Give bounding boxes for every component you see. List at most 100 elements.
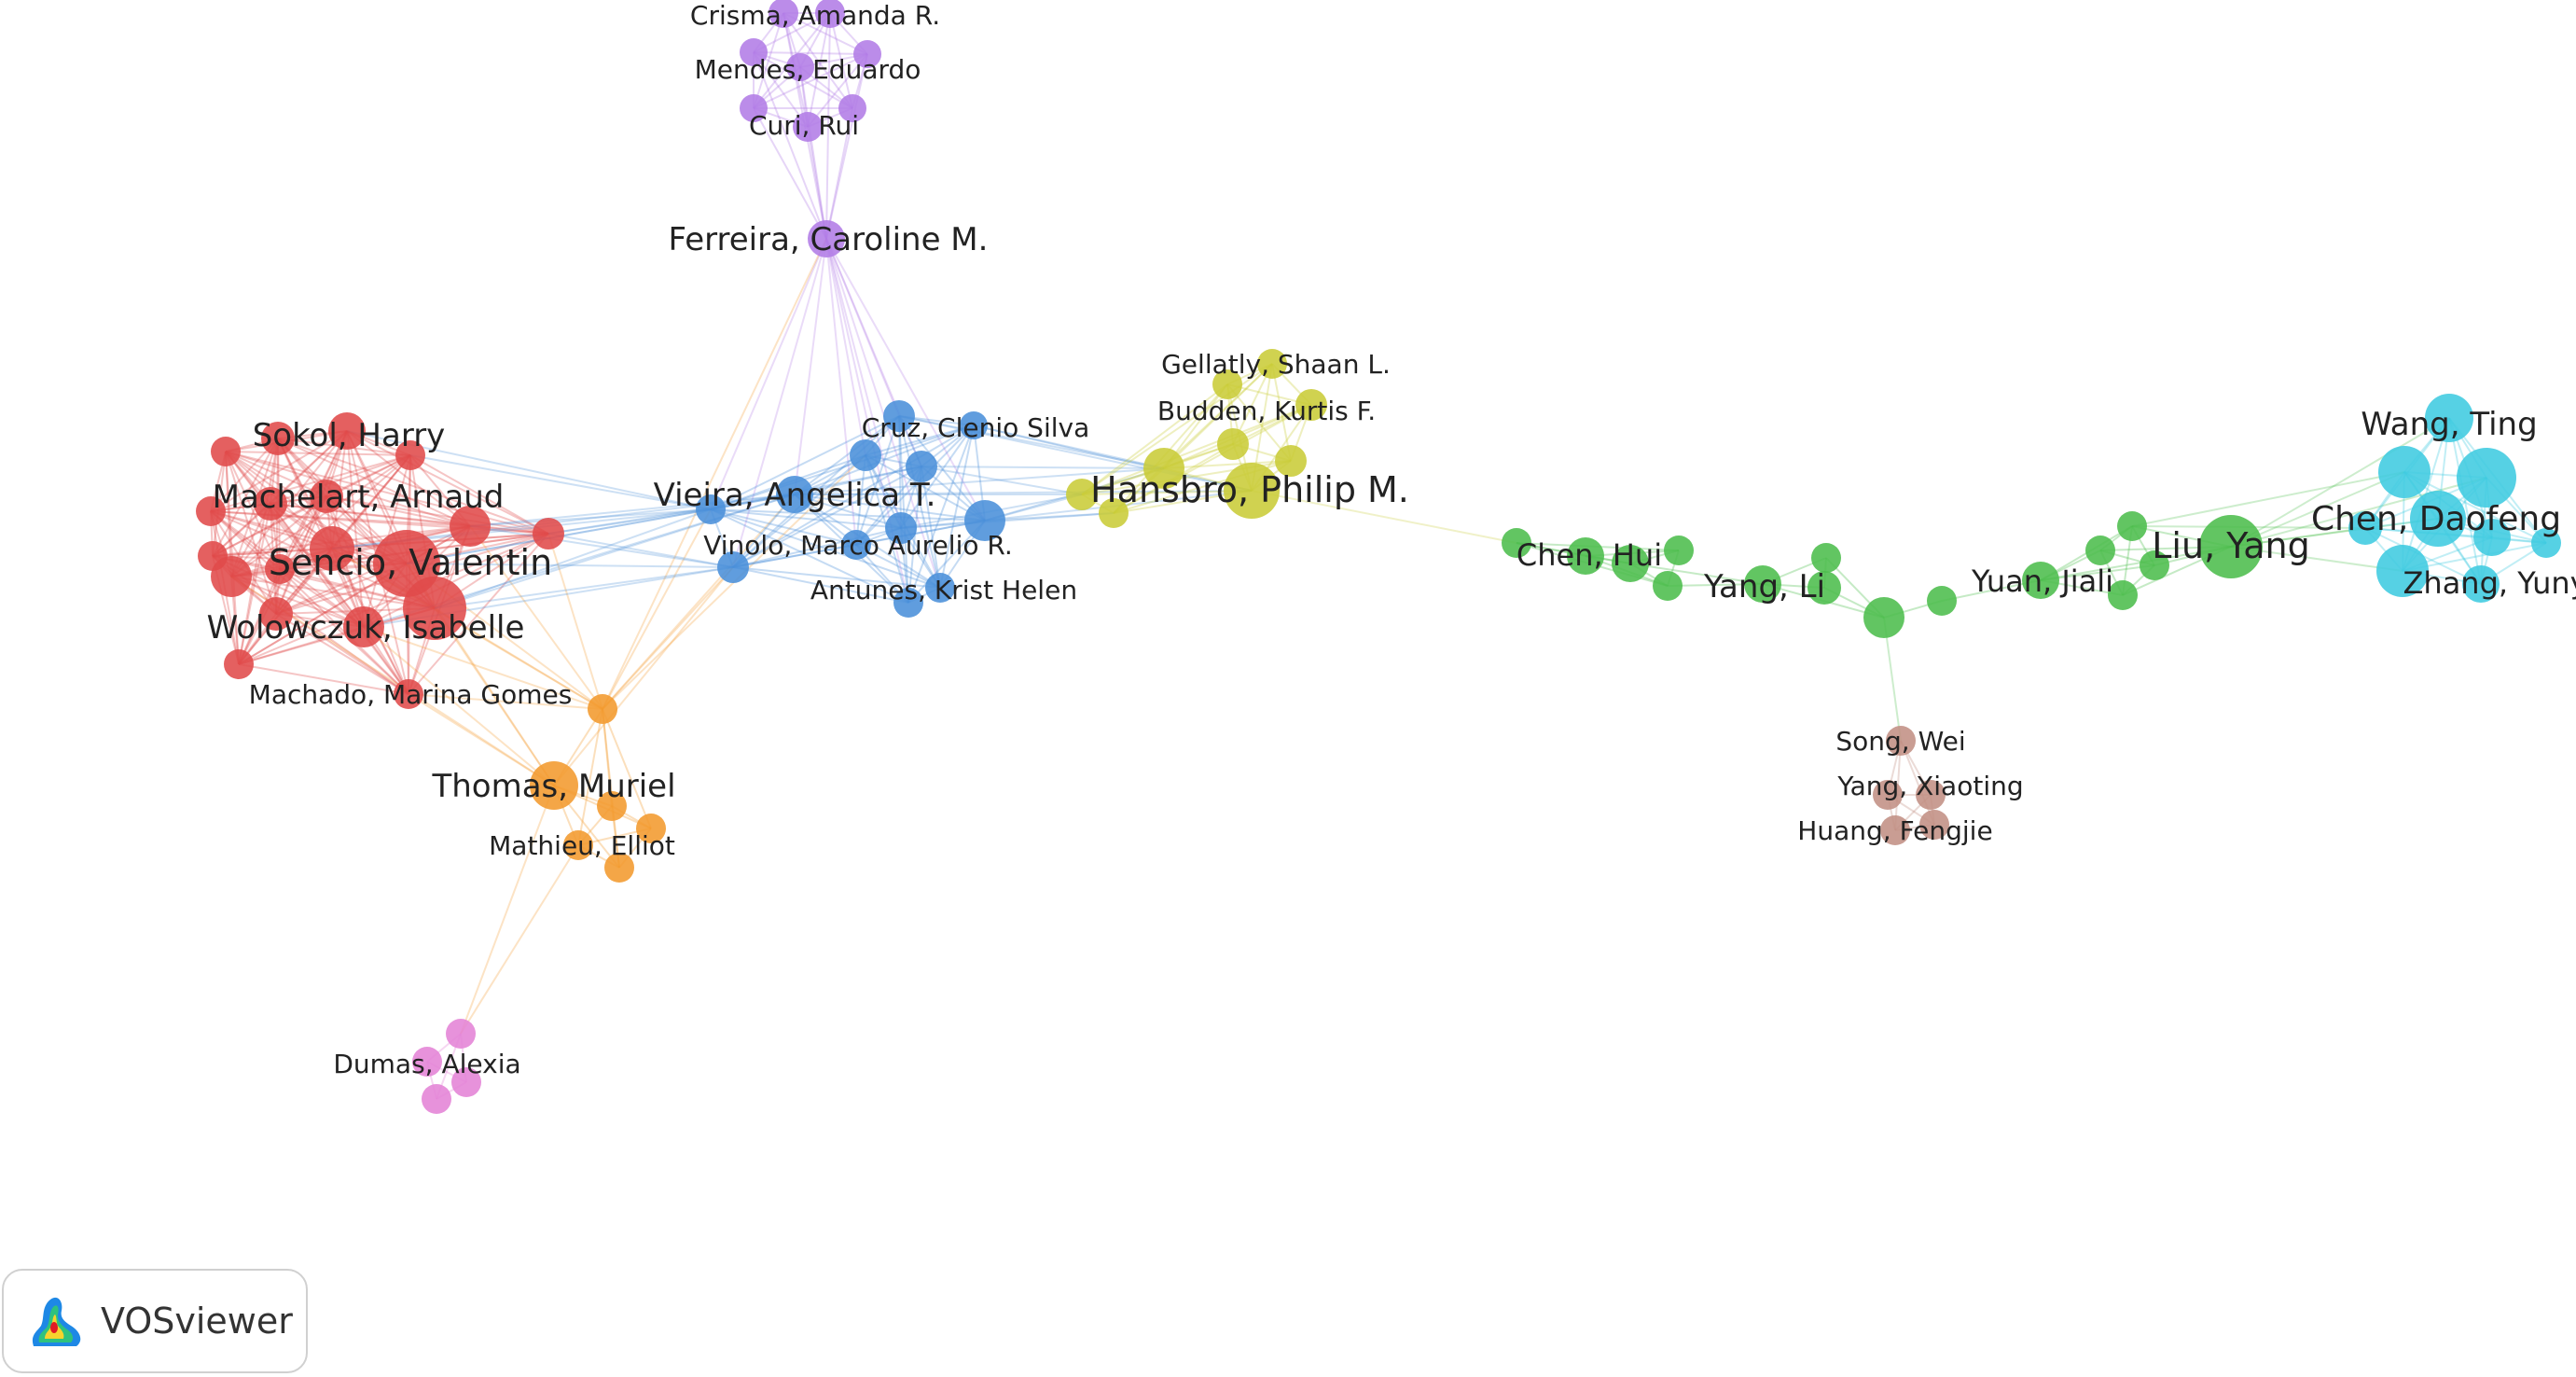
node-o2[interactable]: [597, 791, 627, 821]
node-y2[interactable]: [1212, 369, 1242, 399]
node-p7[interactable]: [793, 112, 823, 142]
node-c5[interactable]: [2348, 511, 2382, 545]
node-p6[interactable]: [740, 94, 768, 122]
node-p5[interactable]: [786, 53, 814, 81]
node-b1[interactable]: [883, 400, 915, 432]
node-c8[interactable]: [2376, 545, 2429, 597]
node-r3[interactable]: [328, 412, 366, 450]
node-g11[interactable]: [2022, 562, 2059, 599]
node-k1[interactable]: [446, 1019, 476, 1049]
node-p4[interactable]: [853, 40, 881, 68]
node-c7[interactable]: [2531, 528, 2561, 558]
node-k4[interactable]: [422, 1084, 451, 1114]
node-g13[interactable]: [2117, 511, 2147, 541]
node-b6[interactable]: [964, 500, 1005, 541]
node-r12[interactable]: [310, 526, 354, 571]
vosviewer-badge[interactable]: VOSviewer: [2, 1269, 308, 1373]
node-r5[interactable]: [196, 496, 226, 526]
node-g8[interactable]: [1807, 571, 1841, 605]
node-g14[interactable]: [2140, 550, 2169, 580]
node-y7[interactable]: [1066, 479, 1098, 510]
node-g10[interactable]: [1927, 586, 1957, 616]
node-r15[interactable]: [259, 597, 293, 631]
node-c4[interactable]: [2410, 491, 2466, 547]
node-k3[interactable]: [451, 1067, 481, 1097]
node-y5[interactable]: [1275, 445, 1307, 477]
node-vieira[interactable]: [776, 476, 813, 513]
link: [794, 238, 827, 495]
node-k2[interactable]: [412, 1047, 442, 1077]
link: [409, 454, 712, 510]
node-c3[interactable]: [2457, 448, 2516, 508]
node-r13[interactable]: [403, 577, 466, 640]
node-y6[interactable]: [1143, 448, 1184, 489]
link: [469, 508, 712, 527]
node-r18[interactable]: [394, 679, 423, 709]
node-b10[interactable]: [925, 573, 955, 603]
node-g6[interactable]: [1811, 543, 1841, 573]
node-w3[interactable]: [1916, 780, 1946, 810]
node-o3[interactable]: [636, 814, 666, 843]
node-c9[interactable]: [2462, 565, 2500, 603]
node-p8[interactable]: [838, 94, 866, 122]
node-b4[interactable]: [906, 451, 937, 482]
node-b8[interactable]: [841, 530, 871, 560]
link: [825, 238, 900, 417]
author-label-zhangyunyi: Zhang, Yunyi: [2403, 565, 2576, 601]
link: [2448, 417, 2482, 585]
node-y4[interactable]: [1217, 428, 1249, 460]
node-liuyang[interactable]: [2199, 515, 2263, 578]
node-g3[interactable]: [1612, 545, 1649, 582]
node-w2[interactable]: [1873, 780, 1903, 810]
node-g4[interactable]: [1664, 536, 1694, 565]
node-g15[interactable]: [2108, 580, 2138, 610]
node-g12[interactable]: [2085, 536, 2115, 565]
node-b3[interactable]: [850, 439, 881, 471]
node-y8[interactable]: [1099, 498, 1129, 528]
node-g1[interactable]: [1502, 528, 1531, 558]
node-ferreira[interactable]: [808, 220, 845, 257]
node-r7[interactable]: [310, 480, 343, 513]
node-y1[interactable]: [1257, 349, 1287, 379]
node-r8[interactable]: [450, 506, 491, 547]
node-w4[interactable]: [1880, 815, 1910, 845]
node-g7[interactable]: [1744, 565, 1781, 603]
node-thomas[interactable]: [530, 761, 578, 810]
link: [753, 53, 868, 109]
node-r1[interactable]: [211, 437, 241, 466]
node-w5[interactable]: [1919, 810, 1949, 840]
node-w1[interactable]: [1886, 726, 1916, 756]
node-g5[interactable]: [1653, 571, 1683, 601]
node-o4[interactable]: [563, 830, 593, 860]
node-c2[interactable]: [2378, 446, 2431, 498]
node-y3[interactable]: [1295, 389, 1327, 421]
node-r2[interactable]: [261, 422, 295, 455]
link: [270, 454, 411, 505]
link: [799, 66, 827, 240]
node-r4[interactable]: [395, 440, 425, 470]
node-r11[interactable]: [265, 554, 295, 584]
node-p2[interactable]: [815, 0, 845, 28]
node-b9[interactable]: [717, 551, 749, 583]
node-g9[interactable]: [1863, 597, 1904, 638]
node-r17[interactable]: [224, 649, 254, 679]
node-p1[interactable]: [769, 0, 798, 28]
author-label-wangting: Wang, Ting: [2361, 406, 2537, 443]
node-hansbro[interactable]: [1224, 463, 1280, 519]
node-b7[interactable]: [885, 512, 917, 544]
node-c1[interactable]: [2425, 394, 2473, 442]
author-label-wolowczuk: Wolowczuk, Isabelle: [207, 609, 525, 647]
link: [346, 430, 365, 628]
node-b2[interactable]: [960, 411, 988, 439]
node-r6[interactable]: [254, 487, 287, 521]
node-c6[interactable]: [2473, 519, 2511, 556]
node-o5[interactable]: [604, 853, 634, 883]
node-o1[interactable]: [588, 694, 617, 724]
node-p3[interactable]: [740, 38, 768, 66]
node-r9[interactable]: [533, 518, 564, 549]
node-r14[interactable]: [211, 556, 252, 597]
node-b5[interactable]: [696, 494, 726, 524]
node-g2[interactable]: [1567, 537, 1604, 575]
node-r16[interactable]: [343, 606, 384, 647]
node-b11[interactable]: [893, 588, 923, 618]
